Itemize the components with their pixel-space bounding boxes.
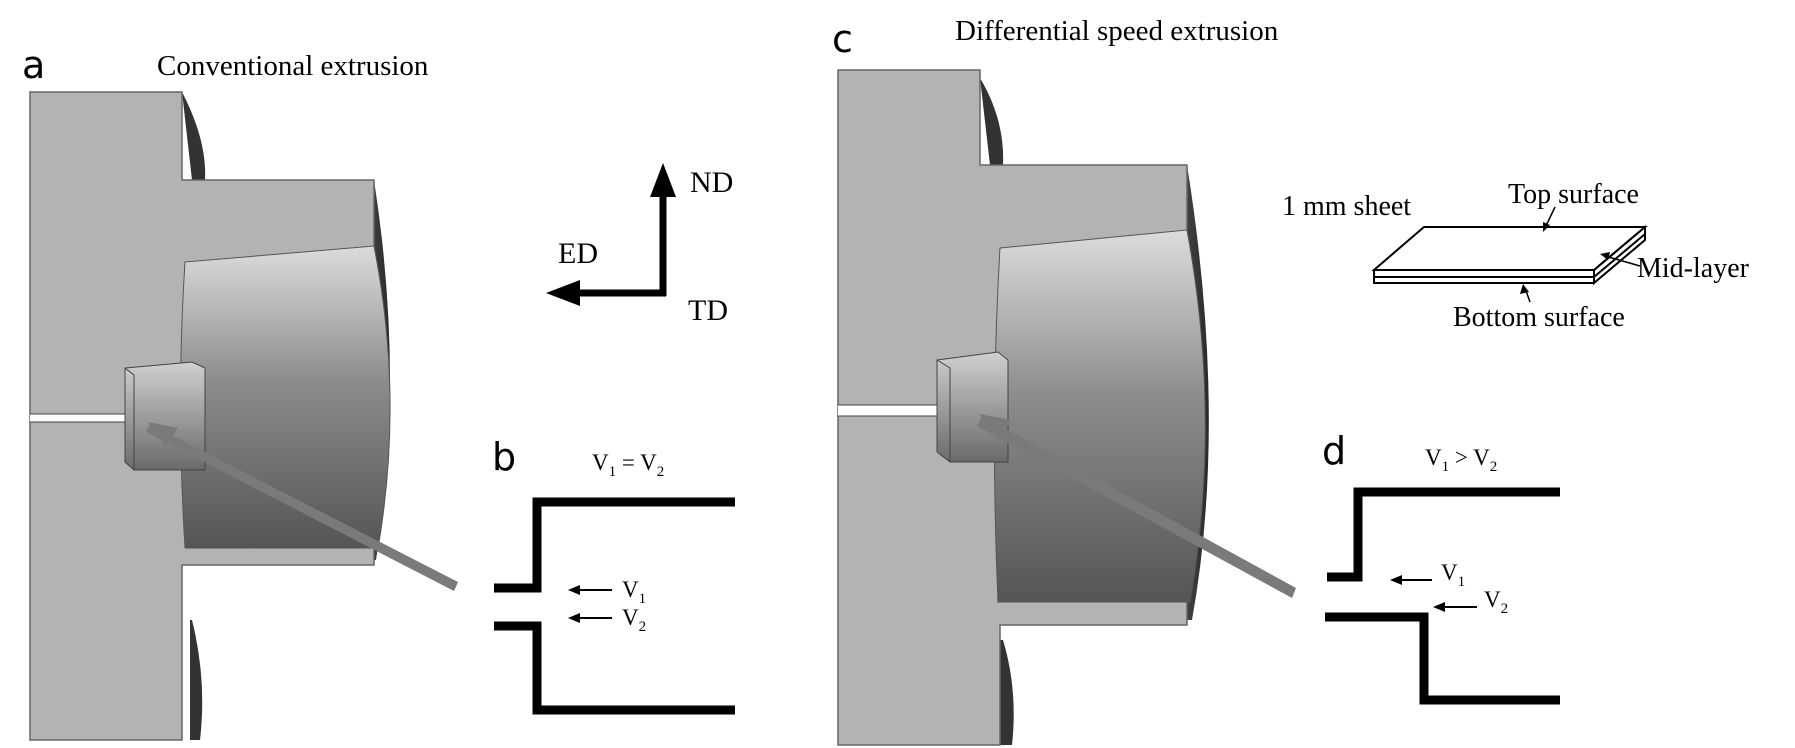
die-cylinder-c bbox=[993, 229, 1206, 603]
panel-d: d V1 > V2 V1 V2 bbox=[1322, 429, 1560, 705]
die-rim-top bbox=[182, 92, 206, 180]
panel-a: a Conventional extrusion bbox=[22, 43, 458, 741]
velocity-arrow-b-v1 bbox=[568, 585, 612, 595]
panel-d-v2-label: V2 bbox=[1484, 587, 1508, 617]
channel-d-lower-wall bbox=[1325, 612, 1560, 705]
panel-d-v1-label: V1 bbox=[1441, 560, 1465, 590]
ed-label: ED bbox=[558, 237, 598, 270]
die-rim-top-c bbox=[980, 78, 1004, 165]
sheet-box bbox=[1371, 224, 1648, 286]
velocity-arrow-d-v1 bbox=[1390, 575, 1432, 585]
sheet-diagram: 1 mm sheet Top surface Mid-layer Bottom … bbox=[1282, 179, 1750, 333]
panel-c: c Differential speed extrusion bbox=[832, 15, 1296, 746]
nd-arrowhead bbox=[650, 163, 676, 197]
ed-arrowhead bbox=[546, 280, 580, 306]
td-label: TD bbox=[688, 294, 728, 327]
panel-a-caption: Conventional extrusion bbox=[157, 50, 429, 82]
pointer-arrowhead-a bbox=[148, 422, 178, 447]
pointer-arrow-a bbox=[146, 424, 458, 591]
panel-c-caption: Differential speed extrusion bbox=[955, 15, 1279, 47]
panel-d-letter: d bbox=[1322, 429, 1346, 473]
panel-b-v1-label: V1 bbox=[622, 577, 646, 607]
direction-axes: ND ED TD bbox=[546, 163, 733, 327]
sheet-top-label: Top surface bbox=[1508, 179, 1639, 210]
sheet-top-face bbox=[1371, 226, 1648, 271]
nd-label: ND bbox=[690, 166, 733, 199]
pointer-arrowhead-c bbox=[979, 414, 1011, 441]
sheet-mid-label: Mid-layer bbox=[1637, 253, 1750, 284]
panel-b-v2-label: V2 bbox=[622, 605, 646, 635]
conventional-die-model bbox=[29, 91, 391, 741]
channel-d-upper-wall bbox=[1327, 487, 1560, 582]
panel-a-letter: a bbox=[22, 43, 45, 87]
die-parting-line-c bbox=[838, 404, 941, 417]
panel-c-letter: c bbox=[832, 17, 853, 61]
sheet-side-face bbox=[1593, 224, 1646, 286]
die-rim-bottom bbox=[190, 620, 203, 740]
channel-b-lower-wall bbox=[494, 621, 735, 715]
channel-d bbox=[1325, 487, 1560, 705]
differential-die-model bbox=[837, 69, 1209, 746]
channel-b bbox=[494, 497, 735, 715]
die-parting-line bbox=[30, 413, 131, 423]
panel-b-relation: V1 = V2 bbox=[592, 450, 664, 480]
die-slot-c bbox=[936, 351, 1009, 463]
leader-mid bbox=[1604, 255, 1641, 267]
pointer-arrow-c bbox=[977, 416, 1296, 598]
panel-b-letter: b bbox=[492, 435, 516, 479]
die-rim-bottom-c bbox=[1000, 640, 1014, 745]
velocity-arrow-d-v2 bbox=[1433, 602, 1477, 612]
panel-b: b V1 = V2 V1 V2 bbox=[492, 435, 735, 715]
panel-d-relation: V1 > V2 bbox=[1425, 445, 1497, 475]
sheet-title: 1 mm sheet bbox=[1282, 191, 1411, 222]
sheet-bottom-label: Bottom surface bbox=[1453, 302, 1625, 333]
velocity-arrow-b-v2 bbox=[568, 613, 612, 623]
channel-b-upper-wall bbox=[494, 497, 735, 593]
